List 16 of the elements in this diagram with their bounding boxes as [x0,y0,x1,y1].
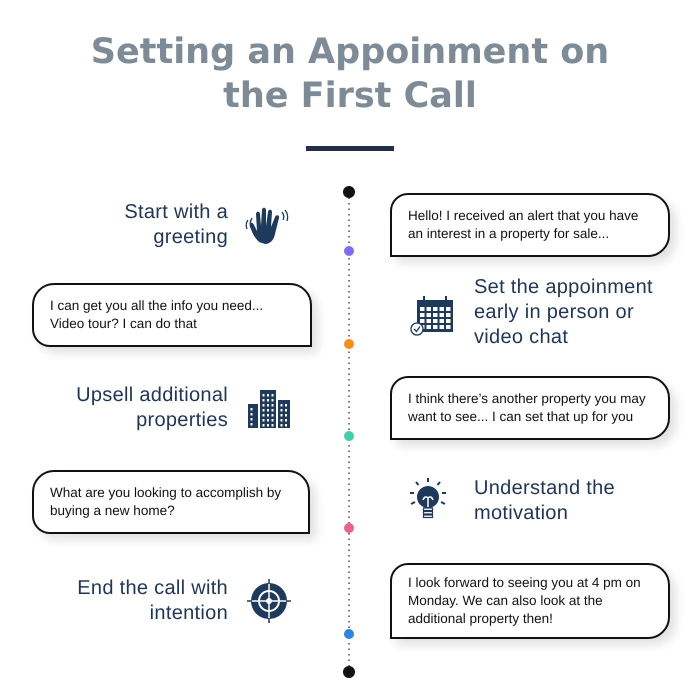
step-label: End the call with intention [76,576,228,626]
bubble-text: I can get you all the info you need... Video tour? I can do that [50,297,264,333]
speech-bubble [390,563,670,639]
bubble-text: Hello! I received an alert that you have an interest in a property for sale... [408,207,640,243]
speech-bubble [32,470,310,534]
step-label: Understand the motivation [474,476,616,526]
bubble-text: I look forward to seeing you at 4 pm on Monday. We can also look at the additional property then! [408,574,642,628]
speech-bubble [390,193,670,257]
title: Setting an Appoinment on the First Call [90,31,610,118]
step-label: Set the appoinment early in person or video chat [474,275,654,350]
bubble-text: I think there’s another property you may want to see... I can set that up for you [408,390,647,426]
bubble-text: What are you looking to accomplish by buying a new home? [50,484,282,520]
speech-bubble [32,283,312,347]
step-label: Start with a greeting [123,200,228,250]
step-label: Upsell additional properties [75,383,228,433]
speech-bubble [390,376,670,440]
